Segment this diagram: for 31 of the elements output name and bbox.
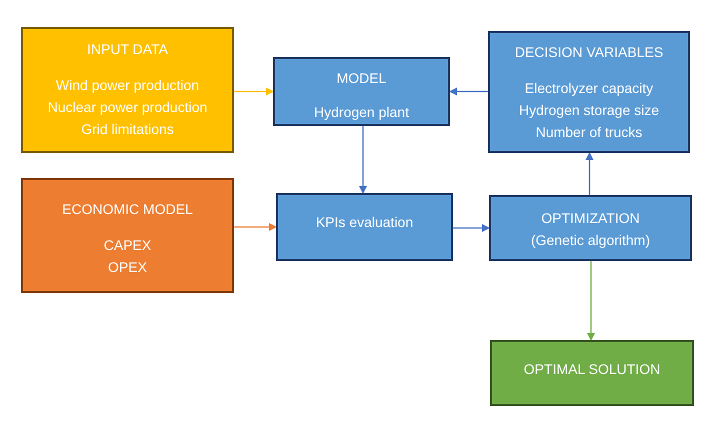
box-text: Hydrogen storage size — [518, 101, 660, 120]
box-title: OPTIMAL SOLUTION — [524, 360, 660, 379]
process-box — [21, 178, 234, 293]
box-title: MODEL — [336, 69, 386, 88]
arrow — [453, 224, 490, 232]
process-box — [273, 57, 450, 126]
box-title: KPIs evaluation — [316, 213, 414, 232]
process-box — [490, 340, 694, 406]
box-title: ECONOMIC MODEL — [62, 200, 193, 219]
box-text: Electrolyzer capacity — [524, 79, 654, 98]
process-box — [276, 193, 453, 261]
arrow — [234, 223, 277, 231]
box-text: CAPEX — [104, 236, 152, 255]
box-title: OPTIMIZATION — [541, 209, 640, 228]
process-box — [21, 27, 234, 153]
box-text: Nuclear power production — [48, 98, 208, 117]
box-text: OPEX — [108, 258, 147, 277]
arrow — [586, 152, 594, 195]
box-text: (Genetic algorithm) — [530, 231, 650, 250]
box-text: Grid limitations — [81, 120, 174, 139]
arrow — [234, 88, 274, 96]
box-text: Number of trucks — [536, 123, 642, 142]
process-box — [489, 195, 692, 261]
box-title: DECISION VARIABLES — [514, 43, 664, 62]
arrow — [359, 126, 367, 194]
arrow — [449, 88, 488, 96]
arrow — [587, 261, 595, 341]
process-box — [488, 31, 690, 153]
box-title: INPUT DATA — [87, 40, 168, 59]
box-text: Wind power production — [56, 76, 200, 95]
box-text: Hydrogen plant — [314, 103, 409, 122]
